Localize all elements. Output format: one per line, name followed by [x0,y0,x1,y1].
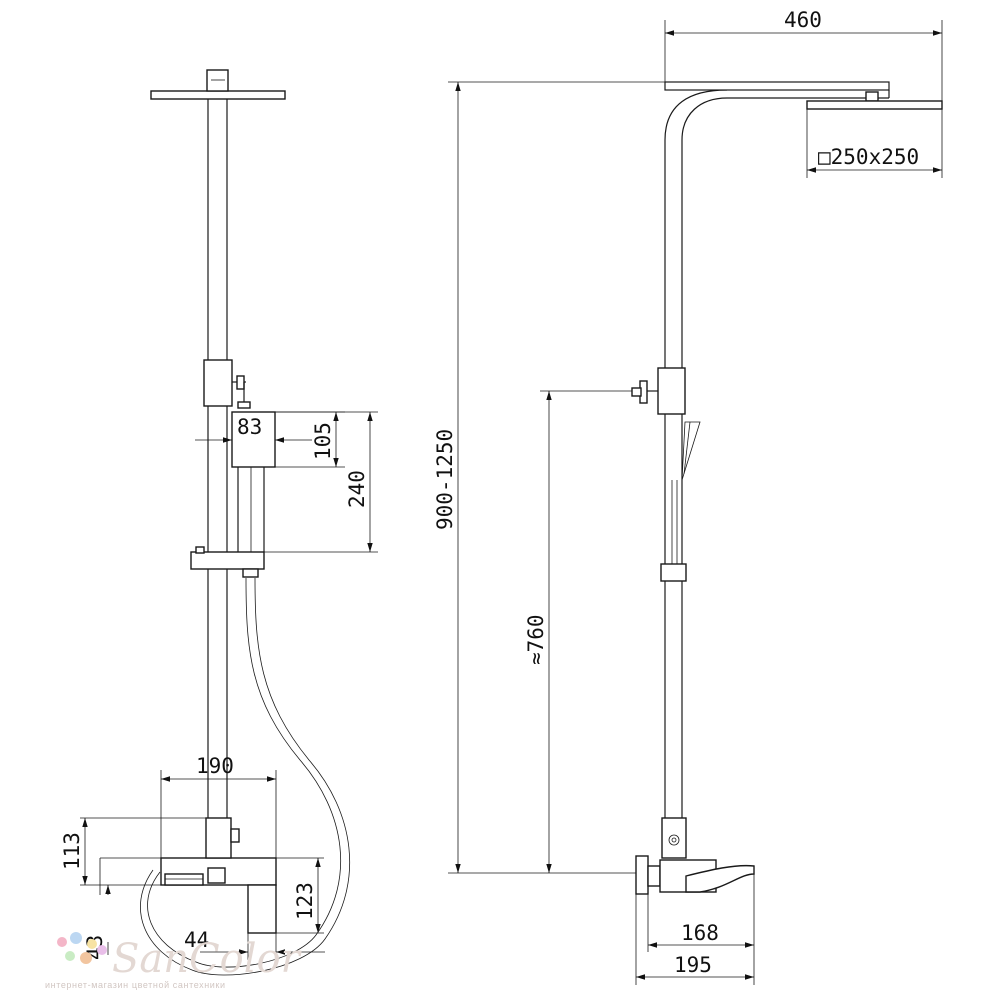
front-spout-body [247,884,277,934]
watermark-dot [97,945,107,955]
watermark-dot [57,937,67,947]
dim-spout-height: 123 [293,882,317,920]
side-shower-arm [664,81,890,91]
front-spout-outlet [164,873,204,886]
side-view [631,81,943,895]
watermark-tagline: интернет-магазин цветной сантехники [45,980,226,990]
dim-head-size: □250x250 [818,145,919,169]
dim-bracket-height: 105 [311,422,335,460]
dim-arm-length: 460 [784,8,822,32]
side-wall-flange [635,855,649,895]
front-hose [147,577,342,968]
dim-total-height: 900-1250 [433,429,457,530]
dim-mixer-depth: 195 [674,953,712,977]
dim-spout-length: 168 [681,921,719,945]
front-view [140,69,351,976]
dim-holder-height: ≈760 [524,614,548,665]
side-arm-bend [664,89,728,141]
watermark-dots [57,932,107,964]
side-dimensions: 460 □250x250 900-1250 ≈760 168 195 [433,8,943,985]
side-slider [660,563,687,582]
brand-watermark: SanColor интернет-магазин цветной сантех… [45,932,303,990]
front-head-connector [206,69,229,92]
front-dimensions: 83 105 240 190 113 123 44 [60,411,378,960]
front-slider [190,551,265,570]
watermark-dot [65,951,75,961]
watermark-dot [70,932,82,944]
watermark-brand: SanColor [112,936,303,982]
side-shower-head [806,100,943,110]
watermark-dot [87,939,97,949]
side-hand-shower [681,421,701,481]
dim-spout-depth: 44 [184,928,209,952]
dim-slider-spacing: 240 [345,470,369,508]
watermark-dot [80,952,92,964]
front-mixer-handle-block [205,817,232,859]
dim-mixer-width: 190 [196,754,234,778]
front-diverter-block [203,359,233,407]
dim-mixer-height: 113 [60,832,84,870]
front-shower-head [150,90,286,100]
dim-bracket-width: 83 [237,415,262,439]
side-diverter-block [657,367,686,415]
